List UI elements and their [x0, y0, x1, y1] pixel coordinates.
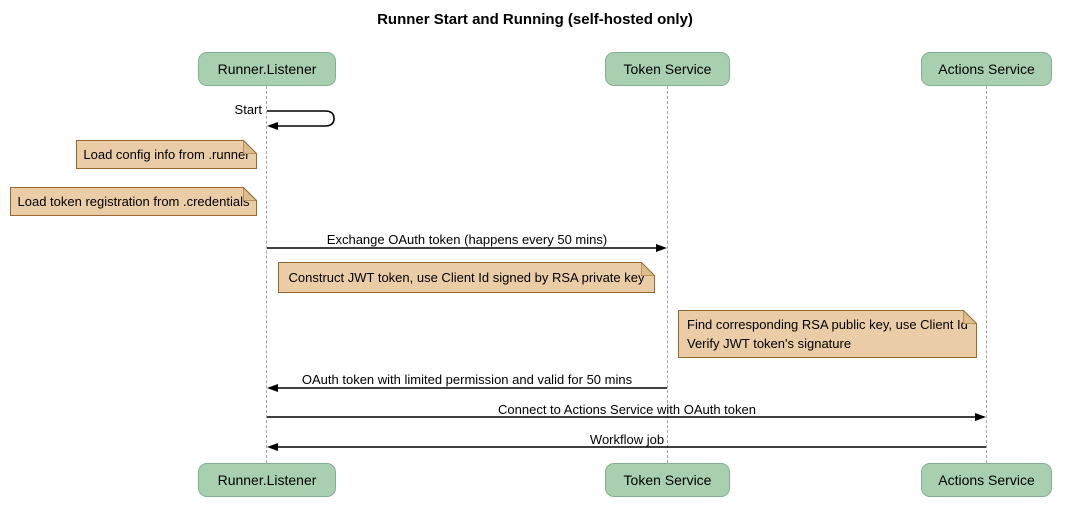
lifeline-actions-service	[986, 86, 987, 463]
arrow-workflow-job-head	[267, 443, 278, 451]
participant-runner-listener-bottom: Runner.Listener	[198, 463, 336, 497]
note-construct-jwt: Construct JWT token, use Client Id signe…	[278, 262, 655, 293]
arrow-oauth-token-return-head	[267, 384, 278, 392]
message-label-workflow-job: Workflow job	[589, 432, 665, 447]
participant-actions-service-top: Actions Service	[921, 52, 1052, 86]
self-arrow-start	[267, 110, 335, 127]
note-fold-icon	[641, 262, 655, 276]
message-label-exchange-oauth: Exchange OAuth token (happens every 50 m…	[326, 232, 608, 247]
lifeline-runner-listener	[266, 86, 267, 463]
arrow-connect-actions-head	[975, 413, 986, 421]
arrow-exchange-oauth-head	[656, 244, 667, 252]
message-label-oauth-token-return: OAuth token with limited permission and …	[301, 372, 633, 387]
message-label-connect-actions: Connect to Actions Service with OAuth to…	[498, 402, 756, 417]
note-load-token-registration-text: Load token registration from .credential…	[17, 194, 250, 209]
note-verify-jwt-text: Find corresponding RSA public key, use C…	[687, 317, 968, 351]
note-load-config-text: Load config info from .runner	[83, 147, 250, 162]
note-fold-icon	[243, 140, 257, 154]
note-fold-icon	[963, 310, 977, 324]
note-verify-jwt: Find corresponding RSA public key, use C…	[678, 310, 977, 358]
note-load-config: Load config info from .runner	[76, 140, 257, 169]
participant-actions-service-bottom: Actions Service	[921, 463, 1052, 497]
note-load-token-registration: Load token registration from .credential…	[10, 187, 257, 216]
note-fold-icon	[243, 187, 257, 201]
participant-token-service-bottom: Token Service	[605, 463, 730, 497]
message-label-start: Start	[234, 102, 262, 117]
diagram-title: Runner Start and Running (self-hosted on…	[377, 11, 693, 28]
self-arrow-start-head	[267, 122, 278, 130]
lifeline-token-service	[667, 86, 668, 463]
participant-runner-listener-top: Runner.Listener	[198, 52, 336, 86]
note-construct-jwt-text: Construct JWT token, use Client Id signe…	[288, 270, 645, 285]
participant-token-service-top: Token Service	[605, 52, 730, 86]
